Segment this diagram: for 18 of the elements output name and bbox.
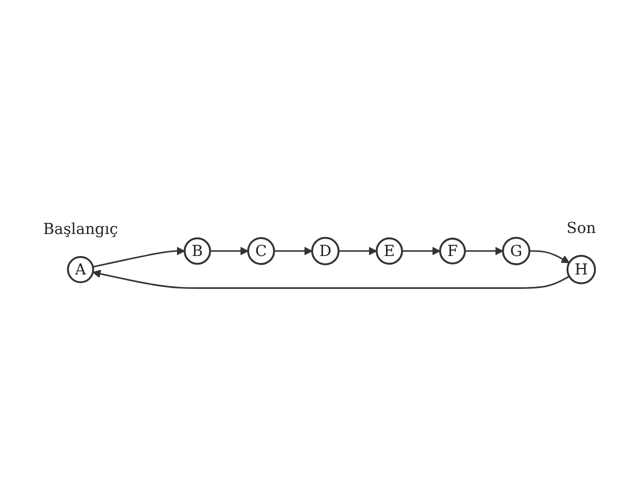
- node-circle: G: [502, 236, 530, 265]
- arrow: [464, 246, 504, 255]
- node-circle: A: [66, 256, 94, 283]
- arrow: [338, 246, 378, 255]
- arrow: [210, 246, 249, 255]
- arrow: [529, 250, 570, 263]
- node-circle: F: [439, 237, 466, 264]
- arrow: [92, 246, 185, 268]
- arrow: [274, 246, 312, 255]
- node-circle: C: [247, 236, 276, 265]
- node-circle: B: [184, 237, 212, 264]
- node-circle: E: [376, 237, 403, 264]
- arrow: [92, 269, 570, 289]
- arrow: [402, 246, 440, 255]
- node-circle: D: [311, 236, 340, 265]
- node-label: Başlangıç: [43, 220, 118, 238]
- node-circle: H: [566, 254, 596, 284]
- node-label: Son: [566, 218, 596, 236]
